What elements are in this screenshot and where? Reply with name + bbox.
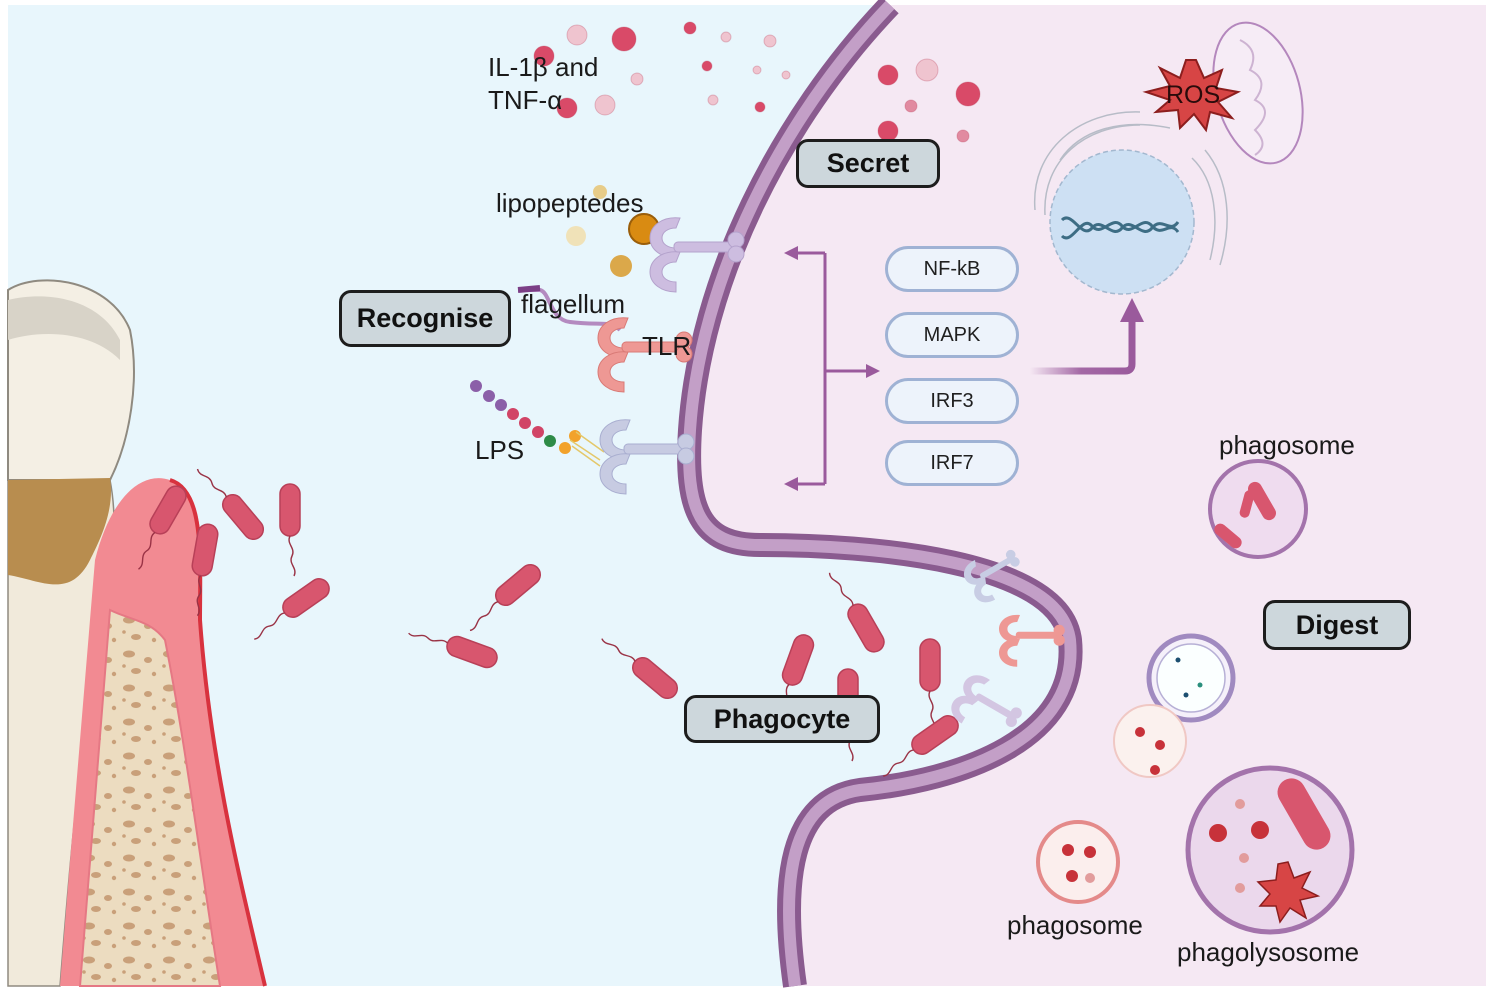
lysosome-fusion-icon [1113, 633, 1236, 778]
dna-icon [1060, 216, 1180, 240]
cytokines-label-line2: TNF-α [488, 85, 563, 115]
cytokine-particle [763, 34, 777, 48]
stage-secret: Secret [796, 139, 940, 188]
lps-label: LPS [475, 435, 525, 465]
mitochondrion-icon [1212, 21, 1304, 165]
cytokine-particle [752, 65, 762, 75]
endoplasmic-reticulum-icon [1034, 111, 1228, 266]
tlr-label: TLR [642, 331, 692, 361]
ros-label: ROS [1166, 81, 1221, 109]
phagosome-bacteria-icon [1208, 459, 1308, 559]
cytokine-particle [707, 94, 719, 106]
cytokine-particle [683, 21, 697, 35]
stage-phagocyte: Phagocyte [684, 695, 880, 743]
cytokine-particle [701, 60, 713, 72]
flagellum-label: flagellum [521, 289, 626, 319]
ros-starburst-icon [1142, 59, 1242, 133]
arrow-head-icon [784, 246, 798, 260]
cytokine-particle [904, 99, 918, 113]
cytokine-particle [956, 129, 970, 143]
cytokine-particle [720, 31, 732, 43]
cytokine-particle [566, 24, 588, 46]
cytokine-particle [955, 81, 981, 107]
pathway-irf3: IRF3 [885, 378, 1019, 424]
cytokine-particle [781, 70, 791, 80]
arrow-head-icon [1120, 298, 1144, 322]
pathway-irf7: IRF7 [885, 440, 1019, 486]
pathway-nf-kb: NF-kB [885, 246, 1019, 292]
phagosome-label-bottom: phagosome [1007, 910, 1143, 940]
lipopeptides-label: lipopeptedes [496, 188, 644, 218]
signalling-arrows [795, 251, 870, 486]
calculus-deposit [8, 478, 111, 585]
cytokine-particle [533, 45, 555, 67]
arrow-head-icon [784, 477, 798, 491]
cytokine-particle [594, 94, 616, 116]
lps-molecule [470, 380, 605, 467]
stage-recognise: Recognise [339, 290, 511, 347]
phagosome-lysosome-icon [1036, 820, 1120, 904]
cytokine-particle [556, 97, 578, 119]
cytokine-particle [754, 101, 766, 113]
lipopeptide-particle [566, 226, 586, 246]
stage-digest: Digest [1263, 600, 1411, 650]
cytokine-particle [630, 72, 644, 86]
phagolysosome-label: phagolysosome [1177, 937, 1360, 967]
lipopeptide-particle [610, 255, 632, 277]
lipopeptide-particle [593, 185, 607, 199]
phagosome-label-top: phagosome [1219, 430, 1355, 460]
cytokine-particle [877, 64, 899, 86]
cytokine-particle [915, 58, 939, 82]
pathway-mapk: MAPK [885, 312, 1019, 358]
nucleus-arrow [1030, 318, 1136, 375]
cytokine-particle [877, 120, 899, 142]
cytoplasm [689, 5, 1486, 986]
cytokine-particles [533, 21, 981, 143]
phagolysosome-icon [1185, 765, 1355, 935]
tooth-icon [7, 279, 267, 987]
cytokine-particle [611, 26, 637, 52]
arrow-head-icon [866, 364, 880, 378]
cytokines-label-line1: IL-1β and [488, 52, 599, 82]
nucleus-with-dna-icon [1049, 149, 1195, 295]
